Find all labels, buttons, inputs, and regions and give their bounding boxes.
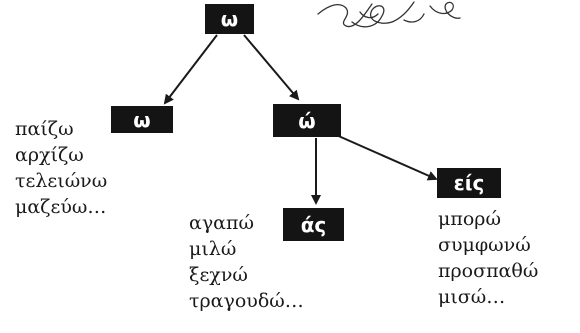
left-word-list: παίζω αρχίζω τελειώνω μαζεύω… <box>15 116 107 220</box>
word-item: τραγουδώ… <box>189 290 304 312</box>
word-item: μιλώ <box>189 238 237 260</box>
word-item: ξεχνώ <box>189 264 248 286</box>
root-node-omega: ω <box>205 4 254 34</box>
eis-word-list: μπορώ συμφωνώ προσπαθώ μισώ… <box>438 206 538 310</box>
word-item: παίζω <box>15 118 74 140</box>
root-node-label: ω <box>220 7 239 31</box>
left-node-omega: ω <box>111 106 173 133</box>
right-node-label: ώ <box>298 108 316 133</box>
as-word-list: αγαπώ μιλώ ξεχνώ τραγουδώ… <box>189 210 304 314</box>
arrow-root-to-left <box>163 34 218 105</box>
word-item: μπορώ <box>438 208 501 230</box>
left-node-label: ω <box>133 107 151 132</box>
arrow-root-to-right <box>243 34 300 101</box>
word-item: αγαπώ <box>189 212 254 234</box>
arrow-right-to-eis <box>333 133 438 181</box>
word-item: προσπαθώ <box>438 260 539 282</box>
child-node-eis-label: είς <box>453 171 485 195</box>
right-node-omega-accented: ώ <box>273 104 341 137</box>
child-node-as: άς <box>283 208 344 241</box>
word-item: μαζεύω… <box>15 196 107 218</box>
word-item: τελειώνω <box>15 170 108 192</box>
word-item: αρχίζω <box>15 144 84 166</box>
word-item: μισώ… <box>438 286 506 308</box>
child-node-as-label: άς <box>300 212 327 237</box>
word-item: συμφωνώ <box>438 234 531 256</box>
child-node-eis: είς <box>437 168 501 198</box>
